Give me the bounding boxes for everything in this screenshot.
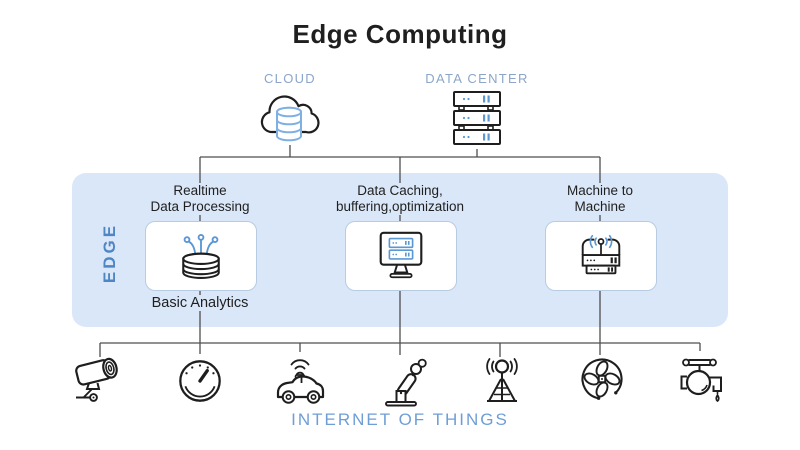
security-camera-icon — [73, 352, 129, 410]
server-stack-icon — [452, 90, 502, 148]
label-line2: Data Processing — [150, 199, 250, 215]
edge-band-label: EDGE — [100, 222, 119, 284]
machine-to-machine-icon — [581, 234, 621, 275]
label-line1: Realtime — [173, 183, 227, 198]
robot-arm-icon — [373, 352, 429, 410]
connected-car-icon — [272, 352, 328, 410]
fan-icon — [574, 352, 630, 408]
antenna-tower-icon — [474, 352, 530, 408]
data-center-label: DATA CENTER — [425, 71, 529, 86]
edge-node-card-m2m — [545, 221, 657, 291]
edge-node-label-m2m: Machine to Machine — [515, 183, 685, 216]
gauge-icon — [173, 352, 229, 410]
label-line1: Machine to — [566, 183, 634, 198]
edge-node-label-realtime: Realtime Data Processing — [115, 183, 285, 216]
valve-icon — [673, 352, 729, 412]
edge-node-label-caching: Data Caching, buffering,optimization — [315, 183, 485, 216]
edge-node-card-realtime — [145, 221, 257, 291]
internet-of-things-label: INTERNET OF THINGS — [291, 410, 509, 429]
label-line1: Data Caching, — [357, 183, 443, 198]
cloud-label: CLOUD — [263, 71, 316, 86]
cloud-database-icon — [258, 92, 320, 146]
edge-node-card-caching — [345, 221, 457, 291]
label-line2: buffering,optimization — [335, 199, 465, 215]
monitor-servers-icon — [379, 231, 423, 279]
label-line2: Machine — [574, 199, 626, 215]
edge-node-sublabel: Basic Analytics — [115, 295, 285, 311]
database-streams-icon — [182, 233, 220, 279]
diagram-title: Edge Computing — [292, 19, 508, 49]
